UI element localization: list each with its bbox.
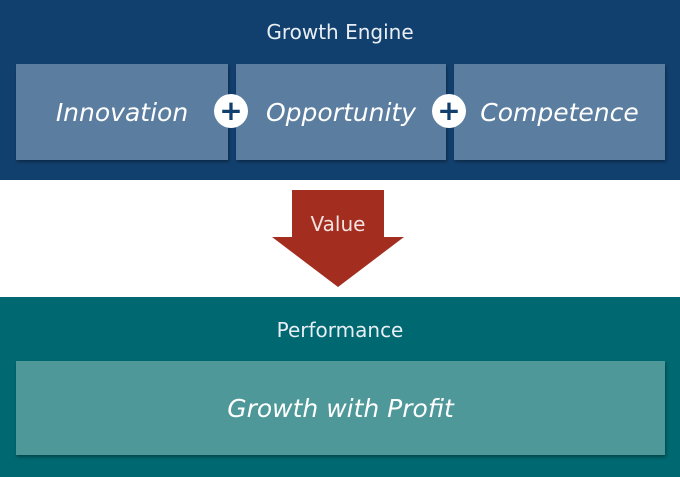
growth-engine-section: Growth Engine Innovation Opportunity Com… (0, 0, 680, 180)
innovation-box: Innovation (16, 64, 228, 160)
plus-icon: + (432, 94, 466, 128)
value-label: Value (310, 212, 366, 236)
down-arrow-icon (272, 190, 404, 287)
plus-icon: + (214, 94, 248, 128)
growth-with-profit-box: Growth with Profit (16, 361, 665, 455)
opportunity-box: Opportunity (236, 64, 446, 160)
competence-box: Competence (454, 64, 665, 160)
growth-engine-title: Growth Engine (266, 20, 414, 44)
performance-title: Performance (276, 318, 404, 342)
performance-section: Performance Growth with Profit (0, 297, 680, 477)
